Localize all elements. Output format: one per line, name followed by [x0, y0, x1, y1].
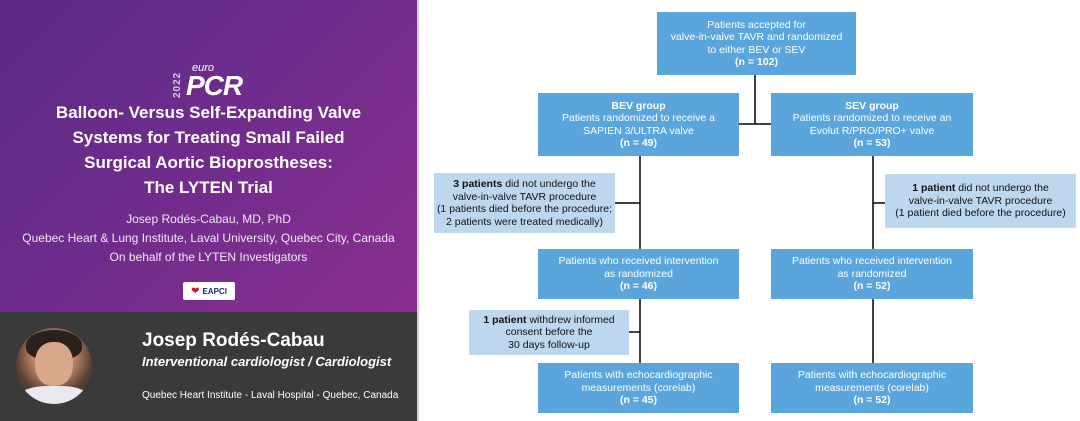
note-line: 30 days follow-up	[508, 338, 590, 351]
box-sev-group: SEV group Patients randomized to receive…	[771, 93, 973, 156]
note-text: did not undergo the	[955, 182, 1049, 195]
logo-year: 2022	[172, 71, 183, 98]
note-line: 2 patients were treated medically)	[446, 215, 603, 228]
slide-affiliation: Quebec Heart & Lung Institute, Laval Uni…	[22, 231, 395, 245]
box-line: Patients accepted for	[707, 18, 806, 31]
box-line: as randomized	[837, 267, 907, 280]
box-line: Patients with echocardiographic	[564, 369, 713, 382]
box-line: measurements (corelab)	[581, 381, 696, 394]
note-line: valve-in-valve TAVR procedure	[908, 194, 1053, 207]
box-count: (n = 52)	[853, 394, 891, 407]
slide-author: Josep Rodés-Cabau, MD, PhD	[126, 212, 291, 226]
box-title: BEV group	[611, 99, 666, 112]
speaker-role: Interventional cardiologist / Cardiologi…	[142, 354, 392, 369]
box-line: SAPIEN 3/ULTRA valve	[583, 124, 694, 137]
note-bold: 1 patient	[483, 313, 527, 326]
box-line: Evolut R/PRO/PRO+ valve	[809, 124, 935, 137]
box-bev-group: BEV group Patients randomized to receive…	[538, 93, 739, 156]
note-text: did not undergo the	[502, 178, 596, 190]
slide-title-line: Systems for Treating Small Failed	[72, 128, 345, 147]
note-line: (1 patients died before the procedure;	[436, 203, 613, 215]
note-bold: 1 patient	[912, 182, 956, 195]
note-bev-withdrew: 1 patient withdrew informed consent befo…	[469, 310, 629, 355]
speaker-name: Josep Rodés-Cabau	[142, 330, 325, 351]
box-count: (n = 52)	[853, 280, 891, 293]
logo-euro: euro	[192, 62, 215, 74]
note-bev-excluded: 3 patients did not undergo the valve-in-…	[434, 173, 615, 233]
box-line: Patients randomized to receive an	[792, 112, 952, 124]
box-sev-intervention: Patients who received intervention as ra…	[771, 249, 973, 299]
heart-icon: ❤	[191, 285, 200, 297]
note-text: withdrew informed	[526, 313, 615, 326]
slide-title: Balloon- Versus Self-Expanding Valve Sys…	[0, 100, 417, 200]
panel-divider	[417, 0, 419, 421]
box-sev-echo: Patients with echocardiographic measurem…	[771, 363, 973, 413]
box-line: Patients with echocardiographic	[797, 369, 947, 382]
box-count: (n = 45)	[619, 394, 658, 407]
box-randomized: Patients accepted for valve-in-valve TAV…	[657, 12, 856, 75]
box-count: (n = 102)	[735, 56, 778, 68]
slide-title-line: Balloon- Versus Self-Expanding Valve	[55, 103, 362, 122]
box-count: (n = 53)	[853, 137, 891, 149]
box-count: (n = 49)	[619, 137, 658, 149]
europcr-logo: 2022 euro PCR	[170, 62, 250, 101]
eapci-label: EAPCI	[202, 286, 227, 296]
logo-brand: PCR	[186, 70, 243, 101]
box-line: Patients randomized to receive a	[562, 112, 715, 124]
slide-title-line: The LYTEN Trial	[144, 178, 273, 197]
speaker-affiliation: Quebec Heart Institute - Laval Hospital …	[142, 390, 399, 401]
box-line: Patients who received intervention	[558, 255, 719, 268]
note-line: consent before the	[505, 326, 593, 339]
note-bold: 3 patients	[453, 178, 503, 190]
box-bev-intervention: Patients who received intervention as ra…	[538, 249, 739, 299]
slide-title-line: Surgical Aortic Bioprostheses:	[84, 153, 333, 172]
consort-flowchart: Patients accepted for valve-in-valve TAV…	[419, 0, 1080, 421]
box-line: valve-in-valve TAVR and randomized	[670, 31, 843, 43]
box-count: (n = 46)	[619, 280, 658, 293]
title-slide: 2022 euro PCR Balloon- Versus Self-Expan…	[0, 0, 417, 312]
speaker-avatar	[16, 328, 92, 404]
note-sev-excluded: 1 patient did not undergo the valve-in-v…	[885, 174, 1076, 228]
slide-on-behalf: On behalf of the LYTEN Investigators	[109, 250, 308, 264]
box-line: measurements (corelab)	[815, 381, 929, 394]
eapci-badge: ❤ EAPCI	[183, 282, 235, 300]
box-line: as randomized	[604, 267, 673, 280]
author-block: Josep Rodés-Cabau, MD, PhD Quebec Heart …	[0, 210, 417, 267]
box-line: Patients who received intervention	[792, 255, 952, 268]
box-line: to either BEV or SEV	[707, 43, 806, 56]
note-line: valve-in-valve TAVR procedure	[452, 190, 597, 203]
box-title: SEV group	[845, 99, 899, 112]
box-bev-echo: Patients with echocardiographic measurem…	[538, 363, 739, 413]
note-line: (1 patient died before the procedure)	[895, 207, 1066, 220]
